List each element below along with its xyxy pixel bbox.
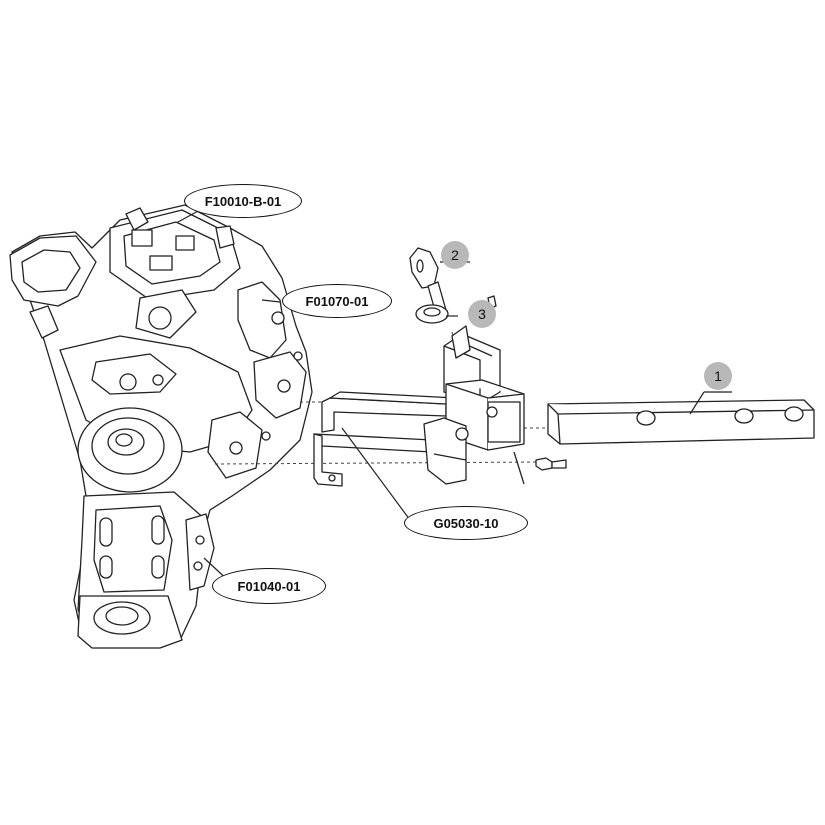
bolt[interactable] [535, 457, 567, 471]
callout-g05030-10[interactable]: G05030-10 [404, 506, 528, 540]
transmission-housing[interactable] [9, 204, 313, 649]
callout-f01070-01[interactable]: F01070-01 [282, 284, 392, 318]
hitch-pin[interactable] [409, 247, 449, 324]
callout-f01040-01[interactable]: F01040-01 [212, 568, 326, 604]
item-number-2-badge[interactable]: 2 [441, 241, 469, 269]
item-number-3-badge[interactable]: 3 [468, 300, 496, 328]
frame-bracket[interactable] [313, 325, 525, 487]
callout-f10010-b-01[interactable]: F10010-B-01 [184, 184, 302, 218]
item-number-1-badge[interactable]: 1 [704, 362, 732, 390]
square-tube-bar[interactable] [547, 399, 815, 445]
